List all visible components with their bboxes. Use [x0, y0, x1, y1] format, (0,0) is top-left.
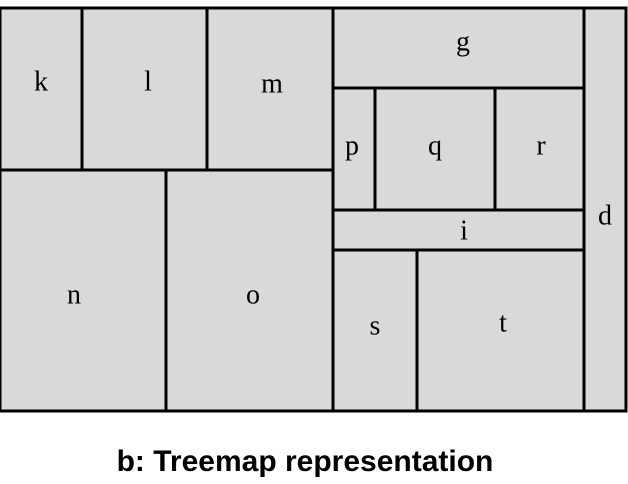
cell-label-d: d	[598, 201, 612, 232]
figure-caption: b: Treemap representation	[116, 445, 494, 478]
treemap-cell-o: o	[164, 168, 335, 413]
cell-label-g: g	[456, 27, 470, 58]
treemap-cell-k: k	[0, 6, 84, 172]
treemap-cell-d: d	[582, 6, 628, 413]
treemap-cell-p: p	[331, 86, 377, 212]
cell-label-p: p	[345, 131, 359, 162]
cell-label-o: o	[246, 280, 260, 311]
cell-label-k: k	[34, 67, 48, 98]
treemap-cell-m: m	[205, 6, 335, 172]
treemap-diagram: k l m n o g p q r i s t	[0, 6, 628, 413]
treemap-cell-l: l	[80, 6, 209, 172]
cell-label-i: i	[460, 216, 468, 247]
cell-label-q: q	[428, 131, 442, 162]
treemap-cell-q: q	[373, 86, 497, 212]
treemap-cell-i: i	[331, 208, 586, 252]
treemap-cell-g: g	[331, 6, 586, 90]
cell-label-l: l	[144, 67, 152, 98]
treemap-cell-r: r	[493, 86, 586, 212]
cell-label-t: t	[499, 308, 507, 339]
cell-label-s: s	[370, 311, 381, 342]
treemap-cell-n: n	[0, 168, 168, 413]
treemap-cell-s: s	[331, 248, 419, 413]
cell-label-n: n	[67, 280, 81, 311]
treemap-cell-t: t	[415, 248, 586, 413]
cell-label-m: m	[261, 69, 283, 100]
cell-label-r: r	[536, 131, 546, 162]
